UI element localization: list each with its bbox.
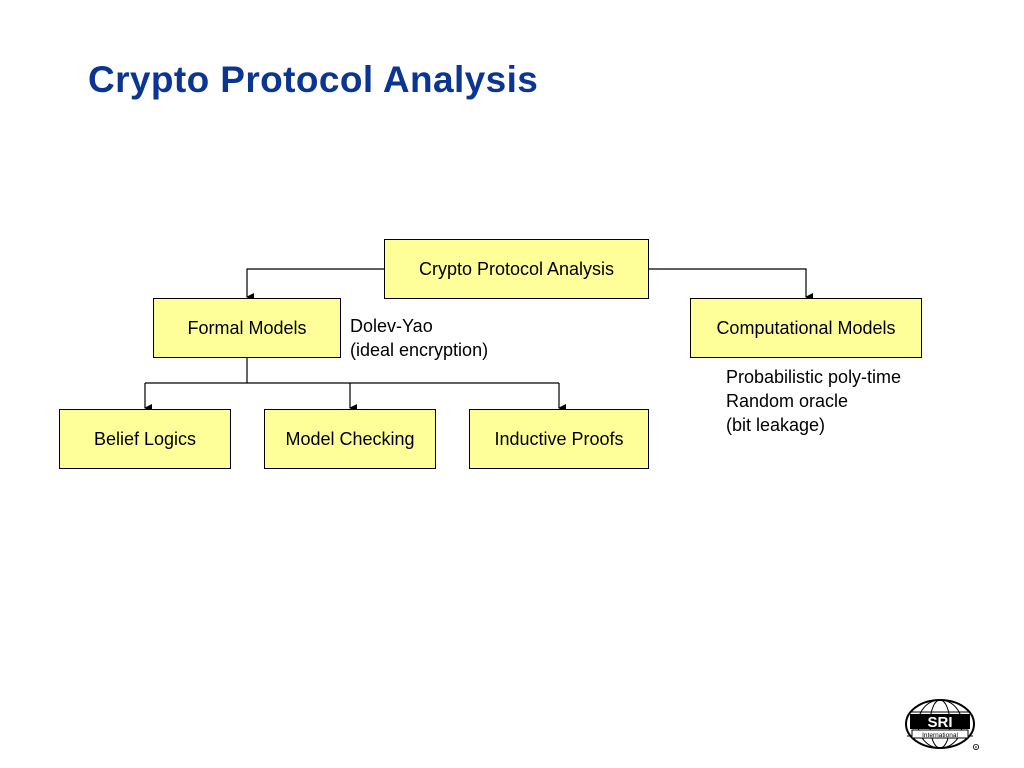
computational-models-note: Probabilistic poly-time Random oracle (b… bbox=[726, 365, 901, 437]
node-label: Computational Models bbox=[716, 317, 896, 338]
connector-root-to-computational bbox=[649, 268, 813, 301]
note-line: Probabilistic poly-time bbox=[726, 367, 902, 387]
note-line: Dolev-Yao bbox=[350, 316, 433, 336]
formal-models-note: Dolev-Yao (ideal encryption) bbox=[350, 314, 488, 362]
node-crypto-protocol-analysis: Crypto Protocol Analysis bbox=[384, 239, 649, 299]
note-line: (bit leakage) bbox=[726, 415, 826, 435]
logo-text: SRI bbox=[927, 714, 952, 731]
node-label: Inductive Proofs bbox=[494, 428, 624, 449]
note-line: Random oracle bbox=[726, 391, 849, 411]
svg-text:R: R bbox=[975, 746, 978, 750]
node-inductive-proofs: Inductive Proofs bbox=[469, 409, 649, 469]
node-label: Formal Models bbox=[187, 317, 307, 338]
node-label: Belief Logics bbox=[93, 428, 197, 449]
node-belief-logics: Belief Logics bbox=[59, 409, 231, 469]
node-label: Crypto Protocol Analysis bbox=[418, 258, 615, 279]
node-model-checking: Model Checking bbox=[264, 409, 436, 469]
connector-root-to-formal bbox=[246, 268, 384, 301]
sri-international-logo: SRI International R bbox=[905, 699, 980, 751]
node-formal-models: Formal Models bbox=[153, 298, 341, 358]
note-line: (ideal encryption) bbox=[350, 340, 489, 360]
node-label: Model Checking bbox=[285, 428, 415, 449]
logo-subtext: International bbox=[922, 732, 958, 739]
node-computational-models: Computational Models bbox=[690, 298, 922, 358]
slide-title: Crypto Protocol Analysis bbox=[88, 59, 539, 100]
